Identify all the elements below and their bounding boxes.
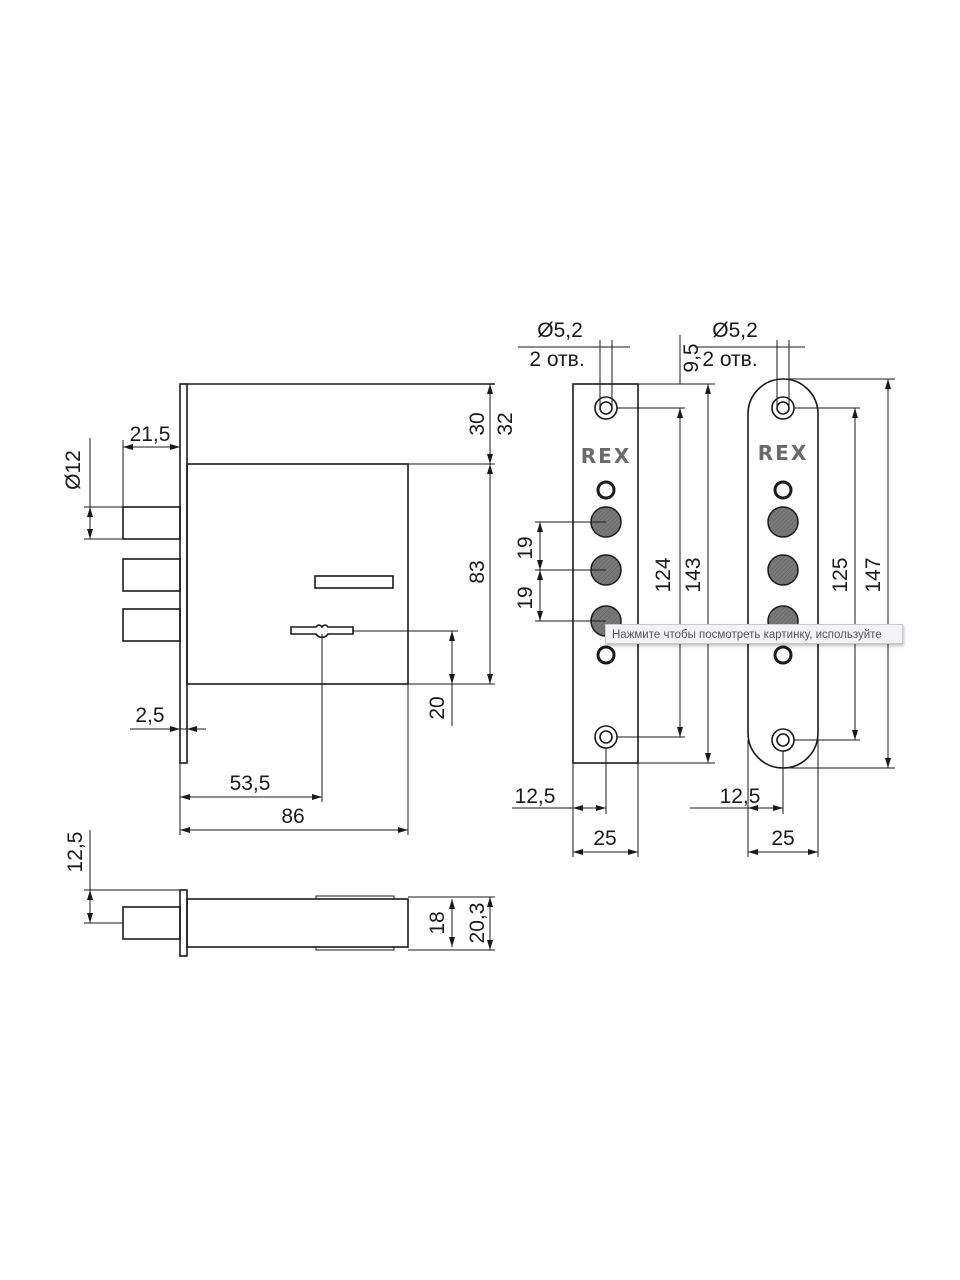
dim-top-30: 30: [466, 412, 489, 435]
cover-strip: [315, 946, 395, 951]
dim-total-thickness: 20,3: [466, 903, 489, 944]
bolt: [122, 906, 181, 940]
dim-hole-spacing: 124: [652, 557, 675, 592]
image-tooltip: Нажмите чтобы посмотреть картинку, испол…: [605, 624, 903, 644]
dim-hole-spacing: 125: [829, 557, 852, 592]
dim-length: 147: [862, 557, 885, 592]
dim-plate-thickness: 2,5: [135, 704, 164, 727]
lock-case: [186, 463, 409, 685]
dim-top-32: 32: [494, 412, 517, 435]
bolt: [122, 506, 181, 540]
dim-hole-center: 12,5: [720, 785, 761, 808]
dim-body-height: 83: [466, 560, 489, 583]
keyhole: [290, 624, 354, 638]
dim-bolt-offset: 12,5: [64, 832, 87, 873]
dim-length: 143: [682, 557, 705, 592]
bolt-hole: [767, 554, 799, 586]
strike-plate-rounded: REX Ø5,2 2 отв. 125 147 12,5 25: [690, 319, 895, 857]
dim-hole-diameter: Ø5,2: [712, 319, 758, 342]
bolt: [122, 608, 181, 642]
dim-bolt-projection: 21,5: [130, 423, 171, 446]
dim-body-thickness: 18: [426, 911, 449, 934]
dim-hole-center: 12,5: [515, 785, 556, 808]
dim-hole-diameter: Ø5,2: [537, 319, 583, 342]
bottom-view: 12,5 18 20,3: [64, 830, 495, 957]
dim-bolt-diameter: Ø12: [62, 450, 85, 490]
dim-key-offset: 20: [426, 696, 449, 719]
dim-width: 25: [593, 827, 616, 850]
dim-bolt-pitch: 19: [514, 586, 537, 609]
label-hole-count: 2 отв.: [702, 348, 757, 371]
bolt-hole: [767, 506, 799, 538]
faceplate: [179, 383, 188, 764]
dim-edge-offset: 9,5: [680, 343, 703, 372]
case-side: [186, 898, 409, 948]
dim-bolt-pitch: 19: [514, 536, 537, 559]
latch-slot: [314, 575, 394, 589]
brand-logo: REX: [758, 441, 808, 465]
strike-plate-square: REX Ø5,2 2 отв. 9,5 124 143 19 19: [512, 319, 715, 857]
cover-strip: [315, 895, 395, 900]
brand-logo: REX: [581, 444, 631, 468]
label-hole-count: 2 отв.: [529, 348, 584, 371]
dim-backset: 53,5: [230, 772, 271, 795]
faceplate-edge: [179, 889, 188, 957]
dim-body-width: 86: [281, 805, 304, 828]
bolt: [122, 558, 181, 592]
front-view: 21,5 Ø12 2,5 53,5 86 30 32 83 20: [62, 383, 517, 835]
dim-width: 25: [771, 827, 794, 850]
